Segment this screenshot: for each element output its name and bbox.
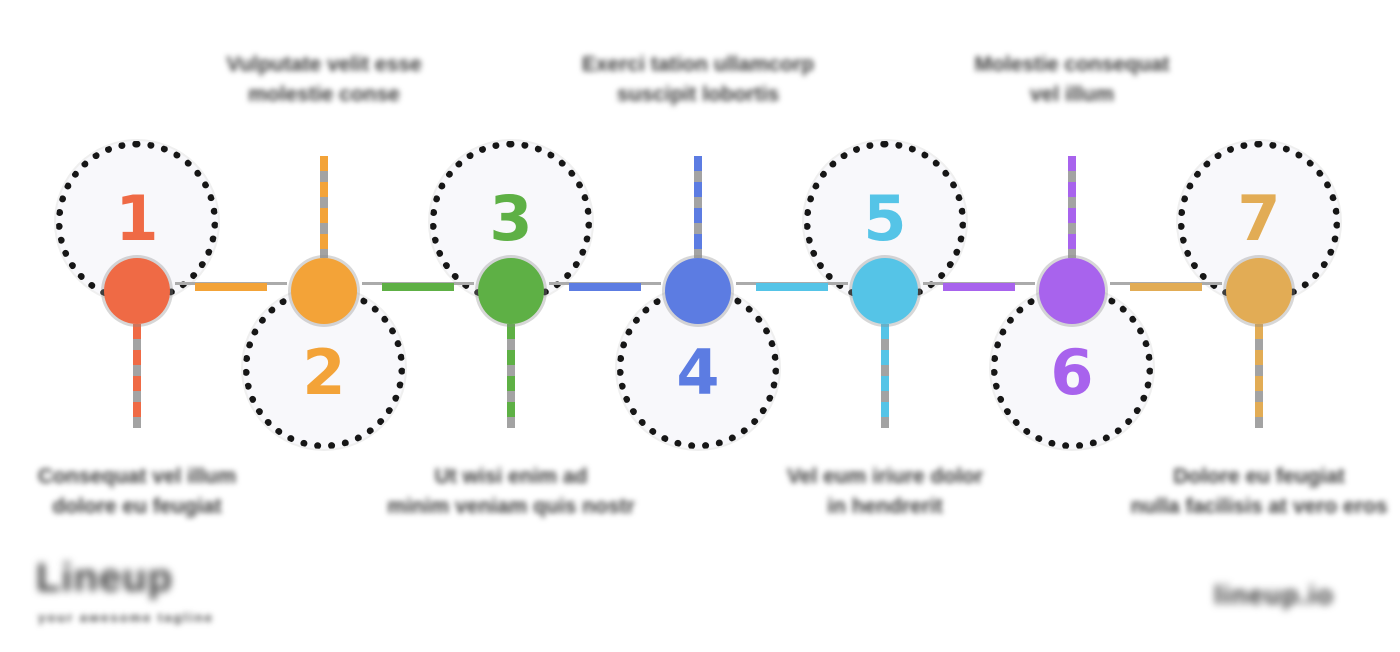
horizontal-connector-line: [175, 282, 287, 291]
step-marker-dot: [478, 258, 544, 324]
step-label-line: vel illum: [1029, 83, 1115, 106]
vertical-connector-line: [881, 324, 889, 428]
step-number: 2: [302, 336, 346, 409]
horizontal-connector-line: [736, 282, 848, 291]
step-number: 3: [489, 182, 533, 255]
step-label: Vel eum iriure dolor in hendrerit: [725, 462, 1045, 522]
step-marker-dot: [1039, 258, 1105, 324]
step-label-line: Ut wisi enim ad: [434, 465, 588, 488]
step-marker-dot: [104, 258, 170, 324]
step-label: Consequat vel illum dolore eu feugiat: [0, 462, 297, 522]
step-label-line: nulla facilisis at vero eros: [1130, 495, 1388, 518]
vertical-connector-line: [320, 156, 328, 258]
horizontal-connector-line: [549, 282, 661, 291]
vertical-connector-line: [133, 324, 141, 428]
step-label: Exerci tation ullamcorp suscipit loborti…: [538, 50, 858, 110]
step-label-line: Vulputate velit esse: [226, 53, 422, 76]
brand-tagline: your awesome tagline: [38, 610, 214, 625]
step-label: Vulputate velit esse molestie conse: [164, 50, 484, 110]
step-label-line: Consequat vel illum: [37, 465, 237, 488]
step-label: Dolore eu feugiat nulla facilisis at ver…: [1099, 462, 1400, 522]
horizontal-connector-line: [1110, 282, 1222, 291]
vertical-connector-line: [1068, 156, 1076, 258]
step-label: Ut wisi enim ad minim veniam quis nostr: [351, 462, 671, 522]
vertical-connector-line: [507, 324, 515, 428]
step-marker-dot: [291, 258, 357, 324]
vertical-connector-line: [694, 156, 702, 258]
step-number: 6: [1050, 336, 1094, 409]
step-marker-dot: [1226, 258, 1292, 324]
step-number: 1: [115, 182, 159, 255]
step-label-line: dolore eu feugiat: [52, 495, 222, 518]
step-marker-dot: [665, 258, 731, 324]
step-label-line: minim veniam quis nostr: [387, 495, 635, 518]
step-label-line: Dolore eu feugiat: [1173, 465, 1345, 488]
step-label-line: Exerci tation ullamcorp: [581, 53, 815, 76]
brand-logo-text: Lineup: [36, 556, 174, 600]
step-label-line: molestie conse: [248, 83, 400, 106]
step-number: 5: [863, 182, 907, 255]
step-label-line: Molestie consequat: [974, 53, 1170, 76]
step-label-line: suscipit lobortis: [616, 83, 780, 106]
step-number: 7: [1237, 182, 1281, 255]
step-label-line: Vel eum iriure dolor: [786, 465, 984, 488]
vertical-connector-line: [1255, 324, 1263, 428]
watermark-text: lineup.io: [1214, 580, 1334, 610]
step-number: 4: [676, 336, 720, 409]
horizontal-connector-line: [923, 282, 1035, 291]
step-marker-dot: [852, 258, 918, 324]
step-label-line: in hendrerit: [827, 495, 943, 518]
step-label: Molestie consequat vel illum: [912, 50, 1232, 110]
horizontal-connector-line: [362, 282, 474, 291]
